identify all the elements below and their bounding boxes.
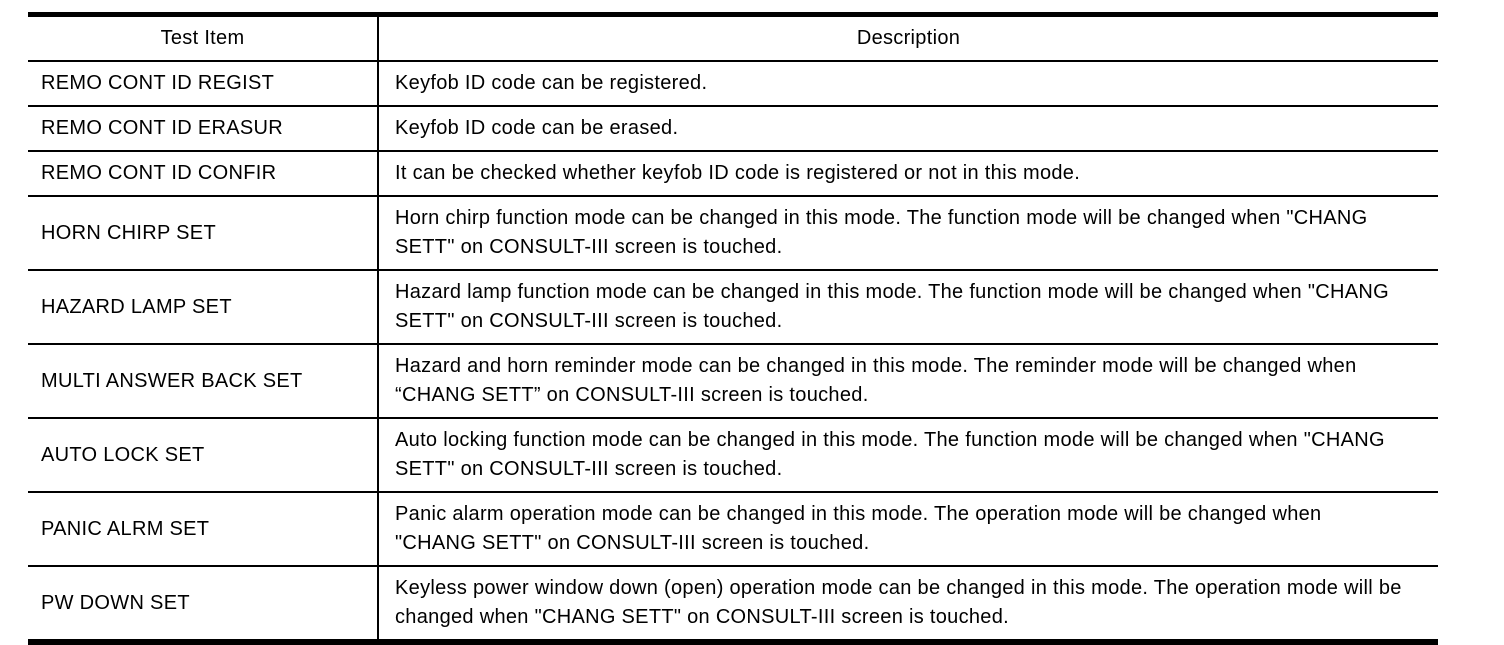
description-cell: Auto locking function mode can be change… xyxy=(378,417,1438,492)
description-cell: Keyfob ID code can be registered. xyxy=(378,60,1438,106)
test-item-cell: PW DOWN SET xyxy=(28,565,379,642)
table-row: REMO CONT ID CONFIR It can be checked wh… xyxy=(28,150,1438,196)
test-item-cell: AUTO LOCK SET xyxy=(28,417,379,492)
header-row: Test Item Description xyxy=(28,13,1438,61)
table-row: REMO CONT ID REGIST Keyfob ID code can b… xyxy=(28,60,1438,106)
test-item-table: Test Item Description REMO CONT ID REGIS… xyxy=(28,12,1438,645)
table-row: REMO CONT ID ERASUR Keyfob ID code can b… xyxy=(28,105,1438,151)
table-row: PW DOWN SET Keyless power window down (o… xyxy=(28,565,1438,642)
table-row: AUTO LOCK SET Auto locking function mode… xyxy=(28,417,1438,492)
test-item-cell: REMO CONT ID REGIST xyxy=(28,60,379,106)
table-row: MULTI ANSWER BACK SET Hazard and horn re… xyxy=(28,343,1438,418)
test-item-cell: HAZARD LAMP SET xyxy=(28,269,379,344)
description-cell: Keyfob ID code can be erased. xyxy=(378,105,1438,151)
description-cell: Panic alarm operation mode can be change… xyxy=(378,491,1438,566)
table-header: Test Item Description xyxy=(28,13,1438,61)
test-item-cell: REMO CONT ID CONFIR xyxy=(28,150,379,196)
table-body: REMO CONT ID REGIST Keyfob ID code can b… xyxy=(28,60,1438,642)
column-header-test-item: Test Item xyxy=(28,13,379,61)
description-cell: Hazard lamp function mode can be changed… xyxy=(378,269,1438,344)
table-row: HAZARD LAMP SET Hazard lamp function mod… xyxy=(28,269,1438,344)
test-item-cell: MULTI ANSWER BACK SET xyxy=(28,343,379,418)
description-cell: Keyless power window down (open) operati… xyxy=(378,565,1438,642)
table-row: PANIC ALRM SET Panic alarm operation mod… xyxy=(28,491,1438,566)
test-item-cell: REMO CONT ID ERASUR xyxy=(28,105,379,151)
description-cell: Hazard and horn reminder mode can be cha… xyxy=(378,343,1438,418)
table-row: HORN CHIRP SET Horn chirp function mode … xyxy=(28,195,1438,270)
description-cell: It can be checked whether keyfob ID code… xyxy=(378,150,1438,196)
test-item-cell: PANIC ALRM SET xyxy=(28,491,379,566)
column-header-description: Description xyxy=(378,13,1438,61)
description-cell: Horn chirp function mode can be changed … xyxy=(378,195,1438,270)
test-item-cell: HORN CHIRP SET xyxy=(28,195,379,270)
